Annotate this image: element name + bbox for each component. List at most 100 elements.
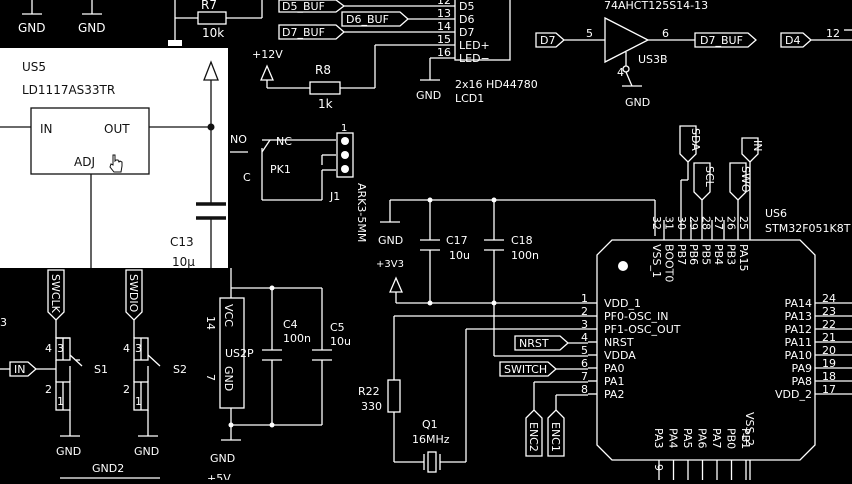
us6-top-pin-name-7: PA15 (737, 244, 750, 271)
us6-right-pin-name-2: PA12 (785, 323, 812, 336)
us6-net-enc1: ENC1 (549, 422, 562, 452)
us6-left-pin-name-7: PA2 (604, 388, 624, 401)
c4-ref: C4 (283, 318, 298, 331)
s2-pin-1: 1 (135, 395, 142, 408)
us6-right-pin-24: 24 (822, 292, 836, 305)
inset-pin-in: IN (40, 122, 53, 136)
lcd-pin-name-d5: D5 (459, 0, 474, 13)
us2p-pin-vcc: 14 (204, 316, 217, 330)
gnd-symbol-b: GND (78, 0, 106, 35)
decoupling-c17-c18: GND C17 10u C18 100n +3V3 (376, 197, 656, 357)
resistor-r8: +12V R8 1k (252, 44, 420, 111)
lcd-part: 2x16 HD44780 (455, 78, 538, 91)
us6-left-pin-5: 5 (581, 344, 588, 357)
us6-net-sda: SDA (689, 128, 702, 151)
lcd-gnd: GND (416, 89, 441, 102)
us6-top-pin-name-6: PB3 (724, 244, 737, 265)
us6-top-pin-name-3: PB6 (687, 244, 700, 265)
us6-left-pin-name-0: VDD_1 (604, 297, 641, 310)
us3b-out-net: D7_BUF (700, 34, 743, 47)
s2-pin-4: 4 (123, 342, 130, 355)
us6-right-pin-17: 17 (822, 383, 836, 396)
r8-value: 1k (318, 97, 333, 111)
c4-value: 100n (283, 332, 311, 345)
us3b-part: 74AHCT125S14-13 (604, 0, 708, 12)
us6-right-pin-20: 20 (822, 344, 836, 357)
gnd-label-a: GND (18, 21, 46, 35)
lcd-pin-14: 14 (437, 20, 451, 33)
us6-top-pin-32: 32 (650, 216, 663, 230)
inset-cap-val: 10µ (172, 255, 195, 269)
sw-net-swdio: SWDIO (127, 274, 140, 313)
lcd-pin-12: 12 (437, 0, 451, 7)
relay-ref: PK1 (270, 163, 291, 176)
us6-right-pin-19: 19 (822, 357, 836, 370)
us6-top-pin-28: 28 (700, 216, 713, 230)
us6-right-pin-name-7: VDD_2 (775, 388, 812, 401)
us6-left-pin-3: 3 (581, 318, 588, 331)
c5-ref: C5 (330, 321, 345, 334)
us6-left-pin-8: 8 (581, 383, 588, 396)
us3b-out-pin: 6 (662, 27, 669, 40)
us2p-gnd-label: GND (210, 452, 235, 465)
lcd-pin-16: 16 (437, 46, 451, 59)
us6-top-pin-25: 25 (737, 216, 750, 230)
inset-ref: US5 (22, 60, 46, 74)
pwr-gnd: GND (378, 234, 403, 247)
r7-value: 10k (202, 26, 224, 40)
us6-left-pin-name-2: PF1-OSC_OUT (604, 323, 681, 336)
lcd-pin-name-d7: D7 (459, 26, 474, 39)
sw-net-in: IN (14, 363, 25, 376)
net-d4: D4 12 (780, 27, 852, 48)
r22-ref: R22 (358, 385, 380, 398)
us6-top-pin-name-5: PB4 (712, 244, 725, 265)
lcd-pin-13: 13 (437, 7, 451, 20)
us6-top-pin-name-0: VSS_1 (650, 244, 663, 278)
s1-gnd: GND (56, 445, 81, 458)
sw-left-pin: 3 (0, 316, 7, 329)
lcd-ref: LCD1 (455, 92, 484, 105)
lcd-pin-name-ledp: LED+ (459, 39, 490, 52)
us6-bottom-pin-name-2: PA5 (681, 428, 694, 448)
s1-pin-3: 3 (57, 342, 64, 355)
gnd2-label: GND2 (92, 462, 124, 475)
relay-c: C (243, 171, 251, 184)
lcd-pin-name-ledn: LED− (459, 52, 490, 65)
c17-value: 10u (449, 249, 470, 262)
us6-part: STM32F051K8T (765, 222, 851, 235)
switches-s1-s2: 3 SWCLK SWDIO 4 3 2 1 S1 GND (0, 269, 187, 479)
us6-net-scl: SCL (703, 166, 716, 188)
us6-net-nrst: NRST (519, 337, 549, 350)
us6-bottom-pin-name-0: PA3 (652, 428, 665, 448)
s1-pin-4: 4 (45, 342, 52, 355)
us6-left-pin-4: 4 (581, 331, 588, 344)
crystal-q1: R22 330 Q1 16MHz (358, 315, 588, 473)
lcd-net-d6: D6_BUF (346, 13, 389, 26)
net-d4-pin: 12 (826, 27, 840, 40)
us6-right-pin-name-1: PA13 (785, 310, 812, 323)
us6-bottom-pin-name-4: PA7 (710, 428, 723, 448)
us6-left-pin-name-5: PA0 (604, 362, 624, 375)
lcd-net-d5: D5_BUF (282, 0, 325, 13)
us6-right-pin-name-6: PA8 (792, 375, 812, 388)
us3b-gnd: GND (625, 96, 650, 109)
s1-ref: S1 (94, 363, 108, 376)
us6-bottom-pin-name-1: PA4 (667, 428, 680, 448)
lcd-net-d7: D7_BUF (282, 26, 325, 39)
r22-value: 330 (361, 400, 382, 413)
us6-left-pin-name-3: NRST (604, 336, 634, 349)
q1-ref: Q1 (422, 418, 438, 431)
us2p-gnd: GND (222, 366, 235, 391)
c18-value: 100n (511, 249, 539, 262)
us3b-in-pin: 5 (586, 27, 593, 40)
us3b-en-pin: 4 (617, 66, 624, 79)
inset-pin-out: OUT (104, 122, 130, 136)
r7-ref: R7 (201, 0, 217, 12)
us6-right-pin-21: 21 (822, 331, 836, 344)
lcd-connector: D5_BUF D6_BUF D7_BUF GND 12 13 14 15 16 … (278, 0, 538, 105)
us6-top-pin-name-1: BOOT0 (662, 244, 675, 282)
us6-top-pin-26: 26 (724, 216, 737, 230)
s2-pin-3: 3 (135, 342, 142, 355)
gnd-label-b: GND (78, 21, 106, 35)
